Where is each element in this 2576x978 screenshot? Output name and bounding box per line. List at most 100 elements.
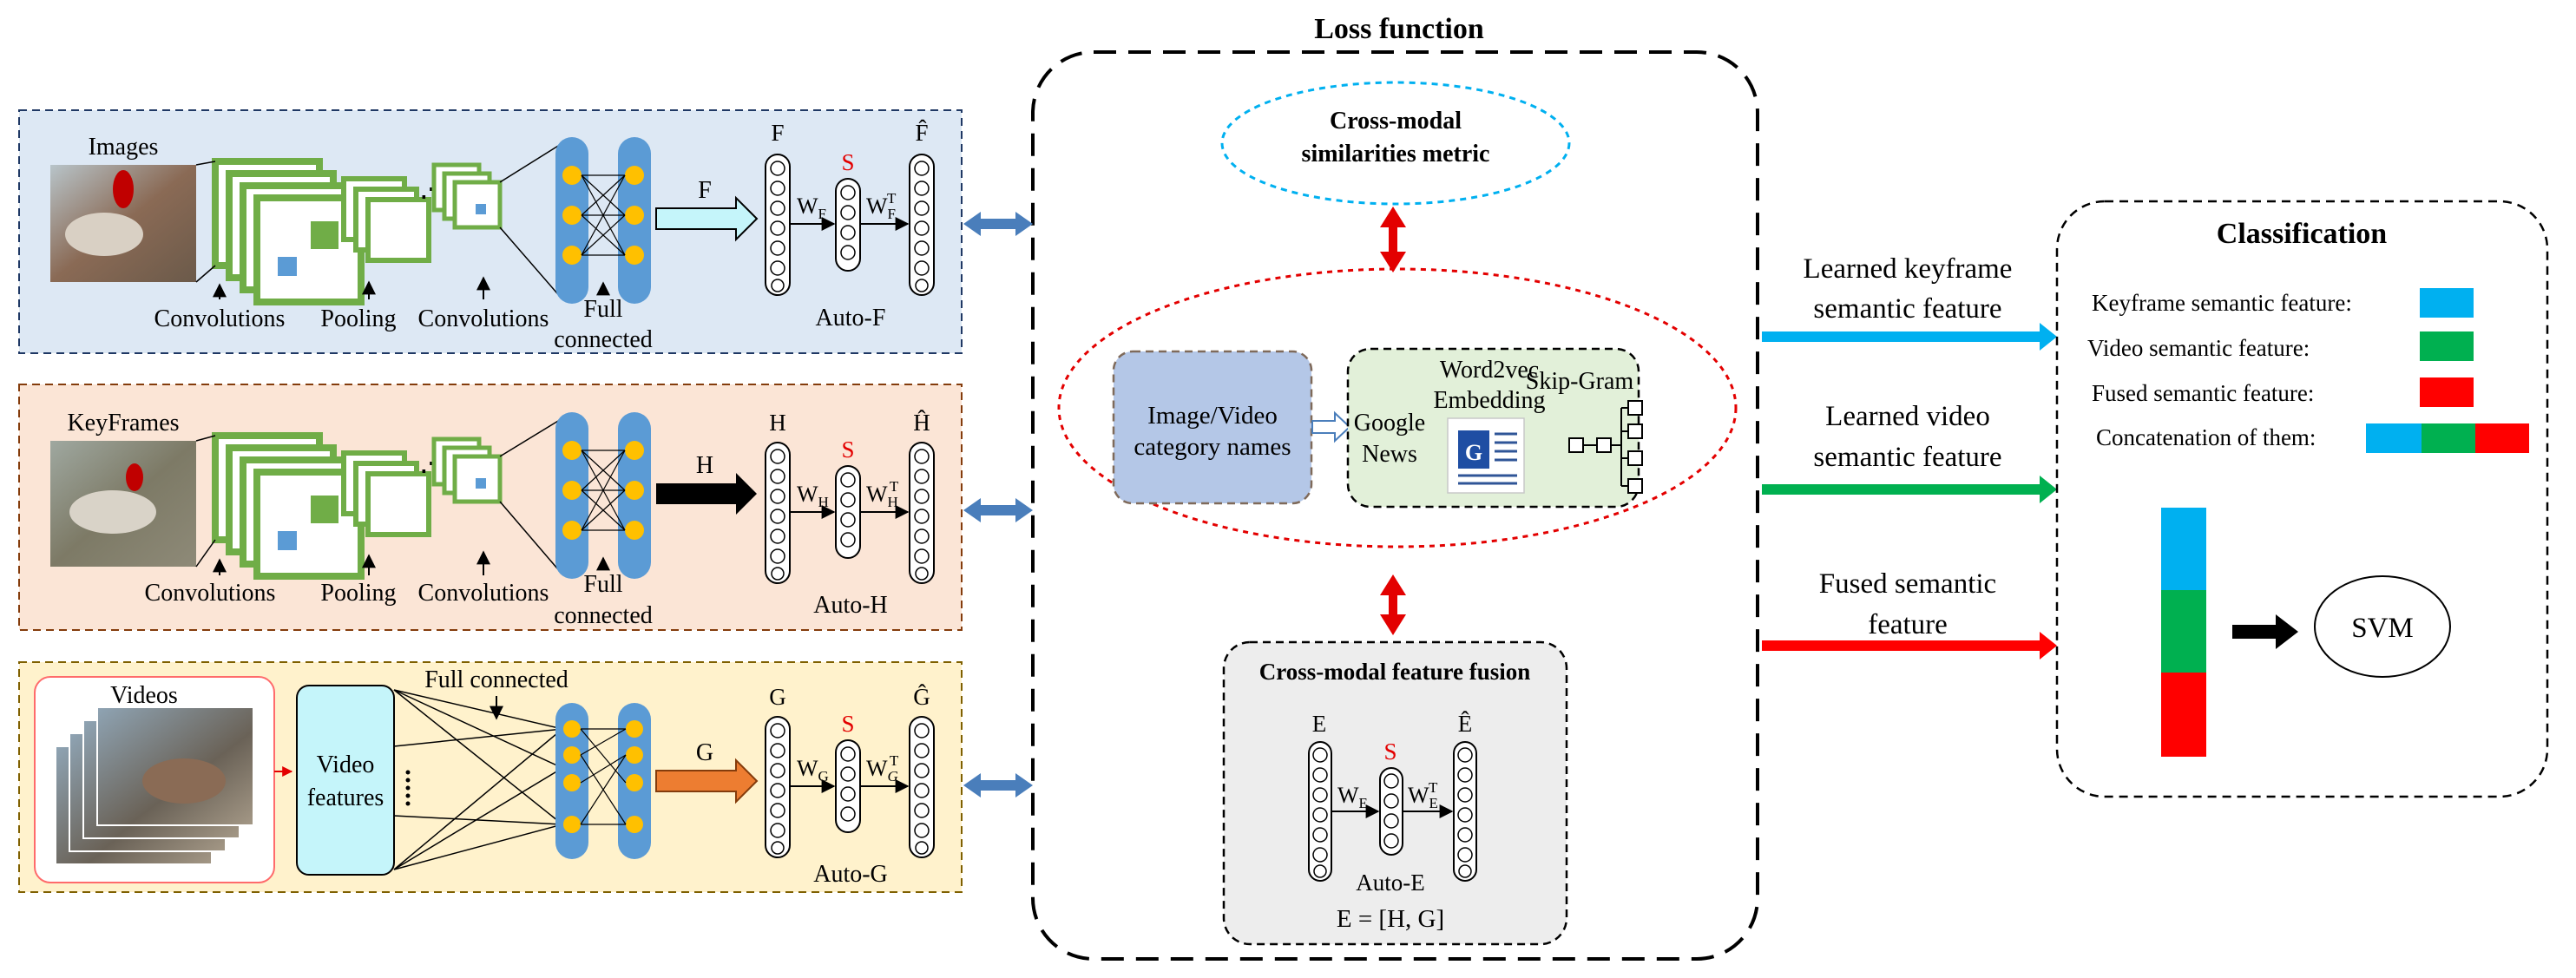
double-arrow-bottom <box>1380 574 1406 635</box>
keyframes-feature-arrow <box>656 473 757 515</box>
video-fc-connections <box>393 689 563 870</box>
videos-feature-label: G <box>696 739 713 766</box>
keyframe-output-arrow <box>1762 323 2057 351</box>
classification-group: Classification Keyframe semantic feature… <box>2055 200 2549 798</box>
legend-keyframe-label: Keyframe semantic feature: <box>2092 290 2352 316</box>
similarity-title-line2: similarities metric <box>1302 141 1490 167</box>
keyframes-ae-out: Ĥ <box>913 410 930 436</box>
legend-concat-label: Concatenation of them: <box>2096 424 2316 450</box>
video-features-line2: features <box>307 784 384 811</box>
keyframes-fc-line2: connected <box>554 602 653 629</box>
videos-feature-arrow <box>655 758 759 804</box>
video-features-line1: Video <box>317 752 375 778</box>
fusion-w2: WET <box>1408 779 1438 811</box>
similarity-title-line1: Cross-modal <box>1330 108 1462 135</box>
images-w1: WF <box>797 194 826 222</box>
images-ae-in: F <box>771 120 784 146</box>
classification-title: Classification <box>2217 218 2388 250</box>
keyframes-conv-stack-1 <box>212 432 365 580</box>
image-thumbnail <box>50 165 196 282</box>
images-link-arrow <box>963 212 1033 236</box>
legend-concat-swatch-fused <box>2475 423 2529 453</box>
videos-link-arrow <box>963 773 1033 797</box>
keyframes-link-arrow <box>963 498 1033 522</box>
google-news-icon: G <box>1447 417 1525 494</box>
videos-ae-s: S <box>841 711 854 737</box>
images-conv-stack-1 <box>212 158 365 305</box>
videos-branch: Videos Video features Full connected <box>18 661 963 893</box>
legend-concat-swatch-keyframe <box>2366 423 2422 453</box>
svg-text:G: G <box>1465 440 1482 465</box>
images-w2: WFT <box>866 190 897 222</box>
keyframes-feature-label: H <box>696 452 713 479</box>
keyframes-w1: WH <box>797 482 829 510</box>
concat-vector-fused <box>2161 673 2206 757</box>
keyframes-fc-line1: Full <box>583 571 622 598</box>
video-fc-label: Full connected <box>424 666 568 693</box>
fusion-equation: E = [H, G] <box>1337 905 1444 933</box>
keyframes-label: KeyFrames <box>67 410 179 436</box>
keyframes-fc-layers <box>555 412 651 579</box>
to-svm-arrow <box>2232 614 2298 649</box>
word2vec-line1: Word2vec <box>1440 357 1539 384</box>
fused-output-line1: Fused semantic <box>1819 568 1996 600</box>
keyframes-conv1-label: Convolutions <box>145 580 276 607</box>
videos-fc-layers <box>555 703 651 859</box>
keyframes-conv-stack-2 <box>431 436 503 504</box>
images-pool-label: Pooling <box>320 305 396 332</box>
loss-function-frame <box>1031 50 1759 961</box>
videos-ae-out: Ĝ <box>913 684 930 710</box>
legend-keyframe-swatch <box>2420 288 2474 318</box>
keyframe-thumbnail <box>50 441 196 567</box>
images-feature-label: F <box>698 177 712 204</box>
fused-output-arrow <box>1762 632 2057 660</box>
loss-function-group: Loss function Cross-modal similarities m… <box>1031 13 1759 961</box>
keyframes-branch: KeyFrames ⋰ <box>18 384 963 631</box>
fused-output-line2: feature <box>1868 609 1948 640</box>
skip-gram-label: Skip-Gram <box>1526 368 1634 395</box>
images-conv2-label: Convolutions <box>418 305 549 332</box>
fusion-in-label: E <box>1312 711 1327 737</box>
category-line1: Image/Video <box>1147 402 1278 430</box>
video-output-arrow <box>1762 476 2057 503</box>
images-conv-stack-2 <box>431 162 503 230</box>
videos-ae-in: G <box>769 684 786 710</box>
videos-label: Videos <box>110 682 178 709</box>
video-output-line1: Learned video <box>1825 401 1990 432</box>
fusion-w1: WE <box>1337 783 1368 811</box>
videos-w2: WGT <box>866 752 899 784</box>
loss-function-title: Loss function <box>1314 13 1484 45</box>
videos-ae-name: Auto-G <box>813 861 888 888</box>
video-output-line2: semantic feature <box>1813 442 2001 473</box>
keyframe-output-line1: Learned keyframe <box>1804 253 2013 285</box>
category-to-embedding-arrow <box>1311 410 1351 443</box>
images-ae-name: Auto-F <box>816 305 886 331</box>
legend-fused-swatch <box>2420 377 2474 407</box>
keyframes-autoencoder: H S Ĥ WH WHT Auto-H <box>765 410 935 619</box>
fusion-title: Cross-modal feature fusion <box>1259 659 1531 685</box>
fusion-s-label: S <box>1383 738 1396 765</box>
images-ae-s: S <box>841 149 854 175</box>
legend-video-swatch <box>2420 331 2474 361</box>
images-branch: Images ⋰ <box>18 109 963 354</box>
images-conv1-label: Convolutions <box>154 305 286 332</box>
keyframes-conv2-label: Convolutions <box>418 580 549 607</box>
keyframes-pool-stack: ⋰ <box>311 450 443 537</box>
output-arrows: Learned keyframe semantic feature Learne… <box>1762 253 2057 660</box>
video-features-dots <box>405 770 411 806</box>
images-label: Images <box>89 134 159 161</box>
semantic-ellipse <box>1057 267 1738 548</box>
video-features-box <box>296 685 395 876</box>
keyframes-pool-label: Pooling <box>320 580 396 607</box>
similarity-metric-ellipse <box>1220 81 1571 206</box>
keyframes-ae-s: S <box>841 436 854 463</box>
video-stack-thumbnail <box>55 706 254 865</box>
word2vec-line2: Embedding <box>1433 387 1545 414</box>
legend-fused-label: Fused semantic feature: <box>2092 380 2314 406</box>
google-news-line1: Google <box>1354 410 1425 436</box>
keyframe-output-line2: semantic feature <box>1813 293 2001 325</box>
images-fc-layers <box>555 137 651 304</box>
images-fc-line1: Full <box>583 296 622 323</box>
fusion-out-label: Ê <box>1458 711 1473 737</box>
